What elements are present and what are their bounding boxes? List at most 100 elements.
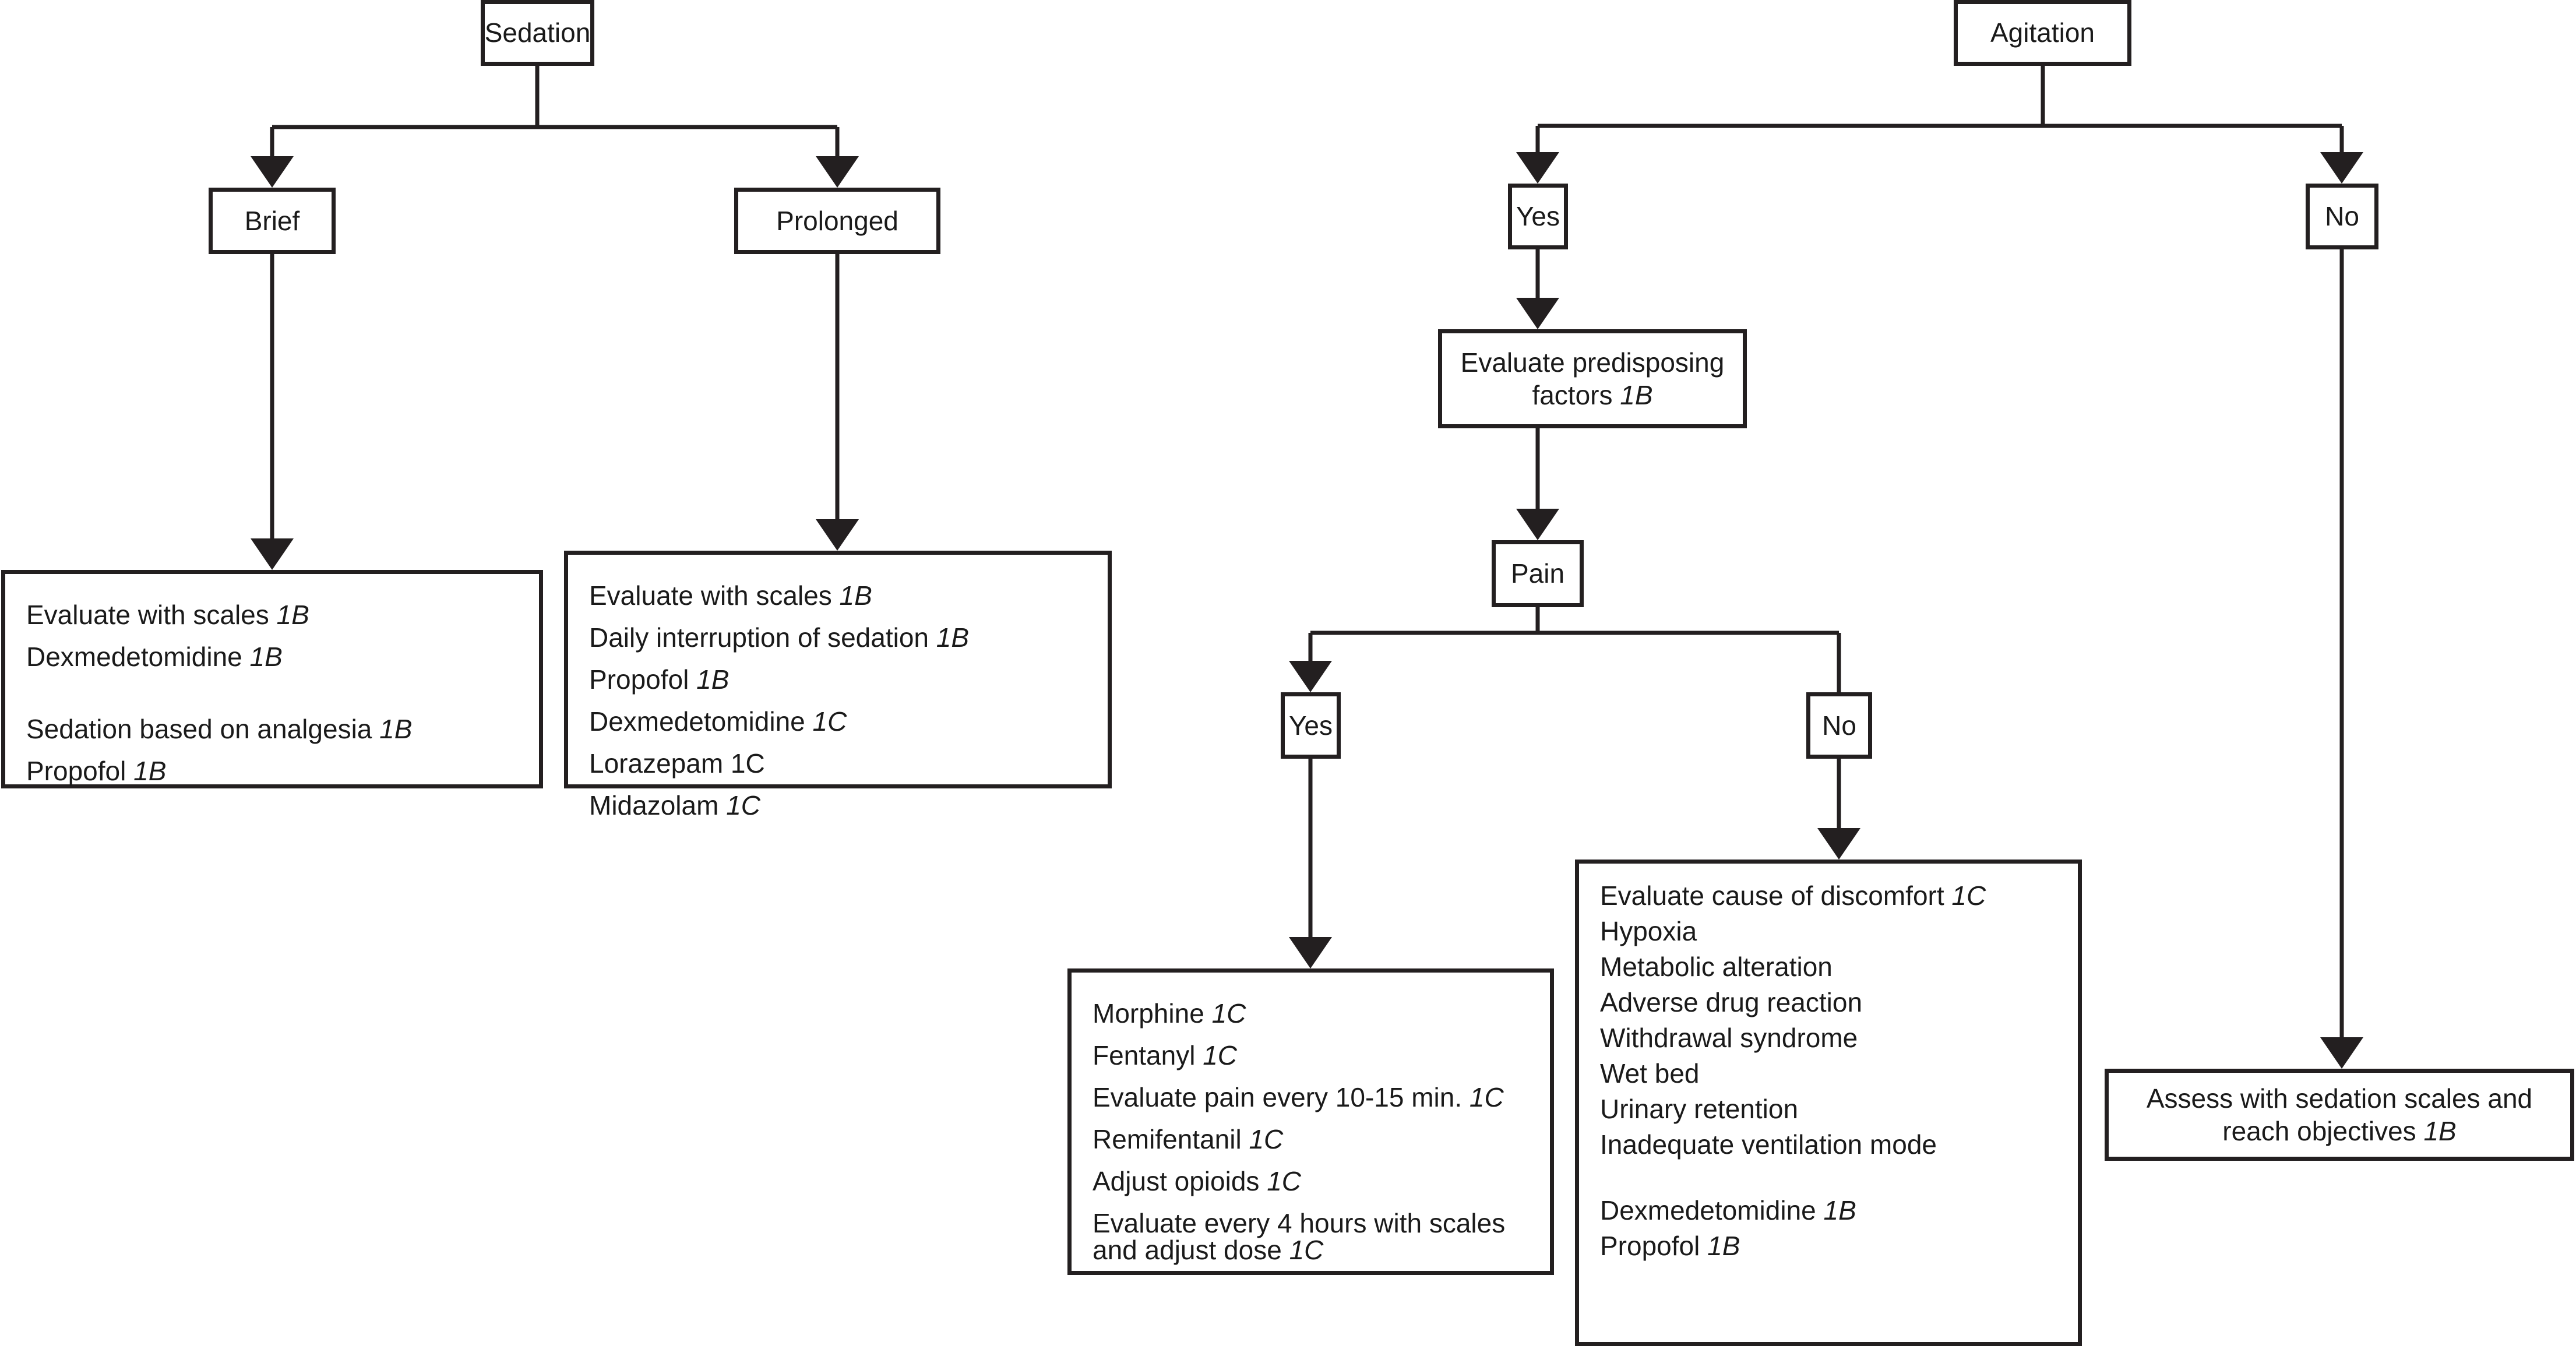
node-pain-no[interactable]: No <box>1806 692 1872 759</box>
assess-line1: Assess with sedation scales and <box>2146 1083 2533 1114</box>
list-item: Evaluate cause of discomfort 1C <box>1600 881 2078 917</box>
arrowhead-brief <box>251 156 294 188</box>
action-text: Dexmedetomidine <box>26 642 242 672</box>
grade-code: 1C <box>1267 1166 1301 1196</box>
node-prolonged[interactable]: Prolonged <box>734 188 940 254</box>
list-item: Midazolam 1C <box>589 784 1108 826</box>
list-item: Inadequate ventilation mode <box>1600 1130 2078 1165</box>
node-agitation-yes[interactable]: Yes <box>1508 184 1568 249</box>
action-text: Propofol <box>1600 1231 1700 1261</box>
arrowhead-agitation-no <box>2320 152 2363 184</box>
node-assess-sedation-scales[interactable]: Assess with sedation scales and reach ob… <box>2105 1069 2574 1161</box>
arrowhead-prolonged-actions <box>816 519 859 551</box>
list-item: Fentanyl 1C <box>1093 1034 1550 1076</box>
assess-line2-text: reach objectives <box>2222 1116 2416 1146</box>
grade-code: 1C <box>726 790 761 820</box>
grade-code: 1B <box>2423 1116 2457 1146</box>
node-pain-no-label: No <box>1822 710 1856 741</box>
grade-code: 1C <box>1289 1235 1324 1265</box>
node-prolonged-actions[interactable]: Evaluate with scales 1B Daily interrupti… <box>564 551 1112 819</box>
action-text: Evaluate with scales <box>589 580 832 611</box>
list-item: Dexmedetomidine 1B <box>26 636 539 678</box>
action-text: Withdrawal syndrome <box>1600 1023 1858 1053</box>
arrowhead-pain-yes <box>1289 661 1332 692</box>
node-prolonged-label: Prolonged <box>776 205 898 236</box>
node-sedation-label: Sedation <box>484 17 591 48</box>
grade-code: 1C <box>1211 998 1246 1029</box>
action-text: Propofol <box>26 756 134 786</box>
arrowhead-morphine-box <box>1289 937 1332 968</box>
grade-code: 1B <box>276 600 309 630</box>
predisposing-text: Evaluate predisposing factors 1B <box>1461 346 1725 411</box>
list-item: Adverse drug reaction <box>1600 988 2078 1023</box>
node-pain[interactable]: Pain <box>1492 540 1584 607</box>
grade-code: 1C <box>1469 1082 1504 1112</box>
action-text: Hypoxia <box>1600 916 1697 946</box>
list-item: Dexmedetomidine 1B <box>1600 1196 2078 1231</box>
grade-code: 1B <box>1620 380 1653 410</box>
grade-code: 1B <box>936 622 970 653</box>
grade-code: 1B <box>133 756 167 786</box>
node-pain-no-actions[interactable]: Evaluate cause of discomfort 1C Hypoxia … <box>1575 860 2082 1346</box>
list-item: Propofol 1B <box>1600 1231 2078 1267</box>
node-pain-yes-label: Yes <box>1288 710 1333 741</box>
list-item: Urinary retention <box>1600 1094 2078 1130</box>
list-item: Sedation based on analgesia 1B <box>26 708 539 750</box>
list-item: Propofol 1B <box>26 750 539 792</box>
action-text: Evaluate with scales <box>26 600 269 630</box>
action-text: Remifentanil <box>1093 1124 1242 1154</box>
node-brief-label: Brief <box>244 205 300 236</box>
predisposing-line2: factors 1B <box>1461 379 1725 411</box>
arrowhead-agitation-yes <box>1516 152 1559 184</box>
list-item: Dexmedetomidine 1C <box>589 700 1108 742</box>
action-text: Midazolam <box>589 790 719 820</box>
node-brief[interactable]: Brief <box>209 188 336 254</box>
grade-code: 1B <box>249 642 283 672</box>
grade-code: 1C <box>730 748 765 779</box>
action-text: Metabolic alteration <box>1600 952 1833 982</box>
grade-code: 1C <box>1203 1040 1238 1070</box>
action-text: Sedation based on analgesia <box>26 714 372 744</box>
list-item: Lorazepam 1C <box>589 742 1108 784</box>
node-brief-actions[interactable]: Evaluate with scales 1B Dexmedetomidine … <box>1 570 543 788</box>
grade-code: 1B <box>696 664 730 695</box>
node-evaluate-predisposing[interactable]: Evaluate predisposing factors 1B <box>1438 329 1747 428</box>
action-text: Lorazepam <box>589 748 724 779</box>
node-pain-yes-actions[interactable]: Morphine 1C Fentanyl 1C Evaluate pain ev… <box>1067 968 1554 1275</box>
action-text: Inadequate ventilation mode <box>1600 1129 1937 1160</box>
action-text: Dexmedetomidine <box>1600 1195 1824 1225</box>
arrowhead-pain <box>1516 509 1559 540</box>
list-item: Withdrawal syndrome <box>1600 1023 2078 1059</box>
assess-text: Assess with sedation scales and reach ob… <box>2147 1082 2532 1147</box>
action-text: Urinary retention <box>1600 1094 1799 1124</box>
arrowhead-brief-actions <box>251 538 294 570</box>
node-pain-label: Pain <box>1510 558 1565 589</box>
grade-code: 1B <box>1707 1231 1740 1261</box>
grade-code: 1B <box>1823 1195 1856 1225</box>
arrowhead-predisposing <box>1516 298 1559 329</box>
node-agitation-label: Agitation <box>1990 17 2095 48</box>
list-item: Evaluate with scales 1B <box>589 575 1108 617</box>
list-item: Daily interruption of sedation 1B <box>589 617 1108 658</box>
arrowhead-assess-box <box>2320 1037 2363 1069</box>
grade-code: 1C <box>1249 1124 1284 1154</box>
grade-code: 1B <box>839 580 872 611</box>
node-agitation-no[interactable]: No <box>2306 184 2378 249</box>
action-text: Propofol <box>589 664 697 695</box>
action-text: Adverse drug reaction <box>1600 987 1863 1017</box>
node-sedation[interactable]: Sedation <box>481 0 594 66</box>
action-text: Evaluate pain every 10-15 min. <box>1093 1082 1463 1112</box>
node-pain-yes[interactable]: Yes <box>1281 692 1341 759</box>
list-item: Wet bed <box>1600 1059 2078 1094</box>
list-item: Morphine 1C <box>1093 992 1550 1034</box>
action-text: Dexmedetomidine <box>589 706 805 737</box>
node-agitation[interactable]: Agitation <box>1954 0 2131 66</box>
action-text: Wet bed <box>1600 1058 1700 1089</box>
assess-line2: reach objectives 1B <box>2147 1115 2532 1147</box>
action-text: Daily interruption of sedation <box>589 622 929 653</box>
action-text: Adjust opioids <box>1093 1166 1260 1196</box>
action-text: Fentanyl <box>1093 1040 1196 1070</box>
node-agitation-no-label: No <box>2325 201 2359 232</box>
arrowhead-discomfort-box <box>1817 828 1860 860</box>
